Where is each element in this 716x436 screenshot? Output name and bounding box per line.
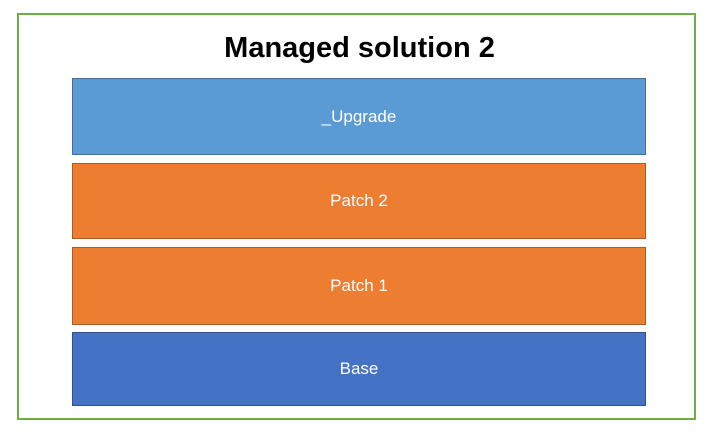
layer-upgrade: _Upgrade [72,78,646,155]
layer-upgrade-label: _Upgrade [321,106,397,126]
diagram-title: Managed solution 2 [224,32,495,64]
layer-patch-1: Patch 1 [72,247,646,325]
layer-base: Base [72,332,646,406]
layer-patch-2-label: Patch 2 [330,191,388,210]
layer-base-label: Base [339,359,379,378]
layer-patch-2: Patch 2 [72,163,646,239]
diagram-frame: Managed solution 2 _Upgrade Patch 2 Patc… [17,13,696,420]
layer-patch-1-label: Patch 1 [330,276,388,295]
